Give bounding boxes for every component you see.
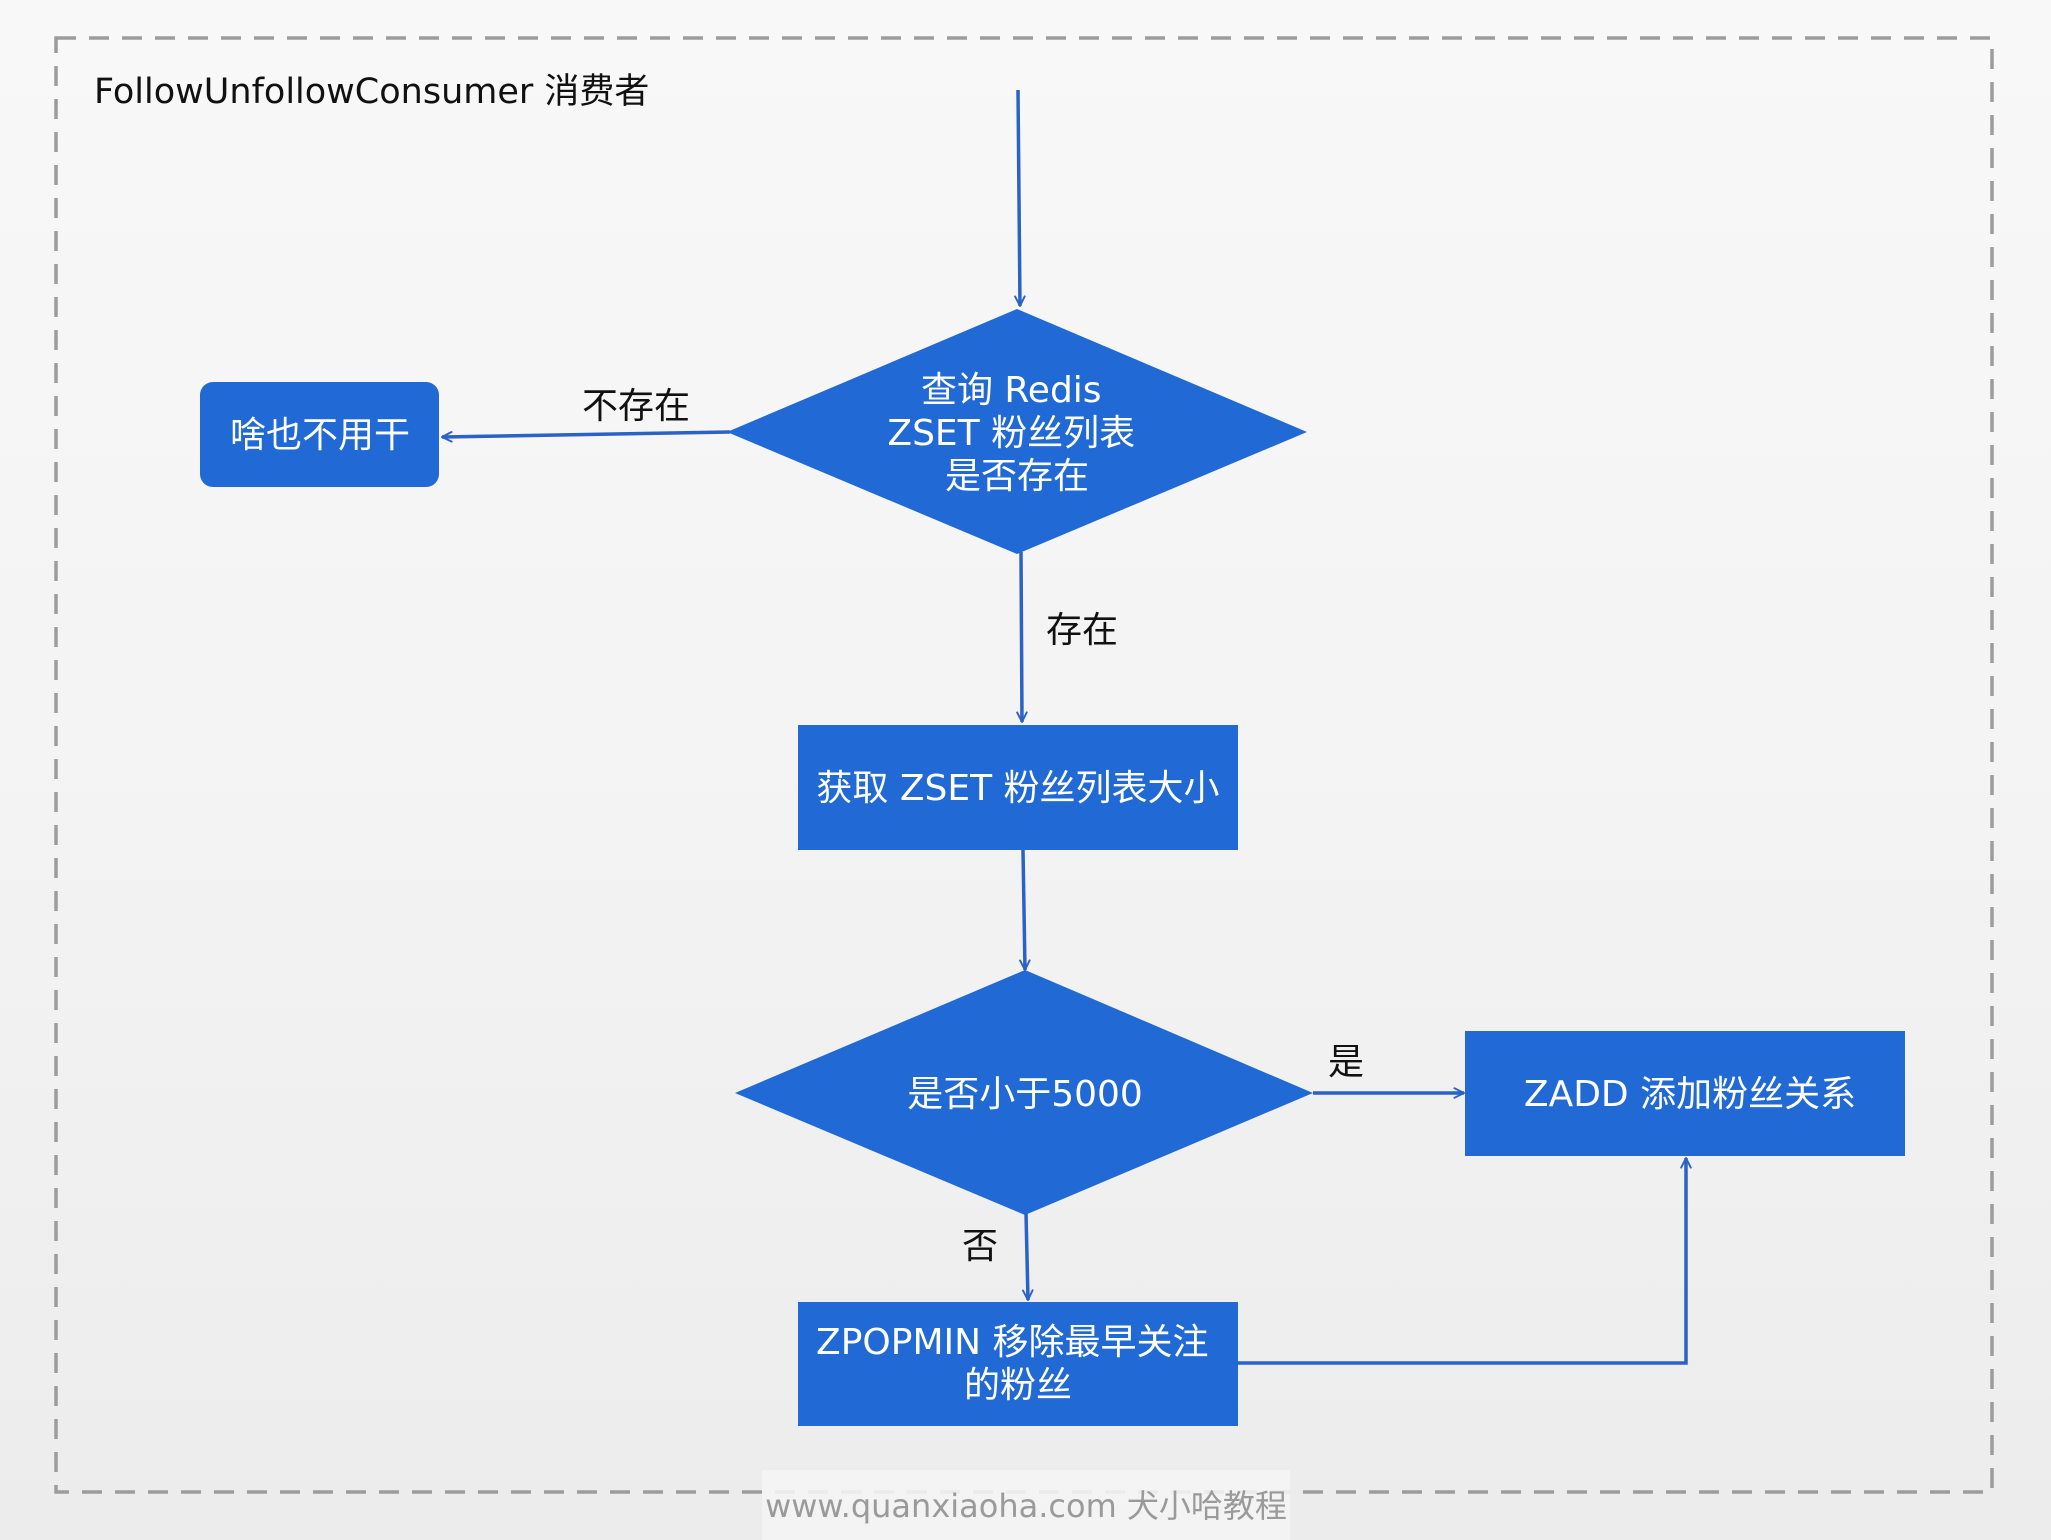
zadd-text: ZADD 添加粉丝关系 xyxy=(1524,1074,1856,1115)
query-redis-line-1: 查询 Redis xyxy=(921,370,1102,411)
edges xyxy=(441,89,1692,1365)
container-title: FollowUnfollowConsumer 消费者 xyxy=(94,72,649,112)
edge-label-no: 否 xyxy=(962,1226,998,1267)
node-do-nothing: 啥也不用干 xyxy=(200,382,439,487)
query-redis-line-3: 是否存在 xyxy=(945,456,1089,497)
zpopmin-text: ZPOPMIN 移除最早关注 的粉丝 xyxy=(816,1322,1220,1406)
query-redis-line-2: ZSET 粉丝列表 xyxy=(887,413,1135,454)
do-nothing-text: 啥也不用干 xyxy=(230,415,410,456)
zadd-box xyxy=(1465,1031,1905,1156)
node-zpopmin: ZPOPMIN 移除最早关注 的粉丝 xyxy=(798,1302,1238,1426)
edge-label-yes: 是 xyxy=(1328,1042,1364,1083)
edge-size-to-compare xyxy=(1019,849,1031,971)
zpopmin-line-2: 的粉丝 xyxy=(964,1365,1072,1406)
edge-query-to-size xyxy=(1016,551,1028,723)
edge-start-to-query xyxy=(1014,89,1026,307)
edge-label-exist: 存在 xyxy=(1046,610,1118,651)
node-query-redis: 查询 Redis ZSET 粉丝列表 是否存在 xyxy=(727,309,1307,554)
node-zadd: ZADD 添加粉丝关系 xyxy=(1465,1031,1905,1156)
watermark-background xyxy=(762,1470,1290,1540)
edge-label-not-exist: 不存在 xyxy=(582,386,690,427)
decision-query-redis-shape xyxy=(727,309,1307,554)
node-get-size: 获取 ZSET 粉丝列表大小 xyxy=(798,725,1238,850)
get-size-text: 获取 ZSET 粉丝列表大小 xyxy=(816,768,1219,809)
decision-query-redis-text: 查询 Redis ZSET 粉丝列表 是否存在 xyxy=(887,370,1146,497)
zpopmin-box xyxy=(798,1302,1238,1426)
edge-compare-to-zpopmin xyxy=(1022,1212,1034,1301)
zpopmin-line-1: ZPOPMIN 移除最早关注 xyxy=(816,1322,1208,1363)
decision-less-than-text: 是否小于5000 xyxy=(907,1074,1143,1115)
get-size-box xyxy=(798,725,1238,850)
edge-zpopmin-to-zadd xyxy=(1237,1157,1692,1365)
edge-query-to-nothing xyxy=(441,430,731,443)
node-less-than: 是否小于5000 xyxy=(735,970,1313,1215)
watermark-text: www.quanxiaoha.com 犬小哈教程 xyxy=(765,1487,1287,1525)
decision-less-than-shape xyxy=(735,970,1313,1215)
do-nothing-box xyxy=(200,382,439,487)
